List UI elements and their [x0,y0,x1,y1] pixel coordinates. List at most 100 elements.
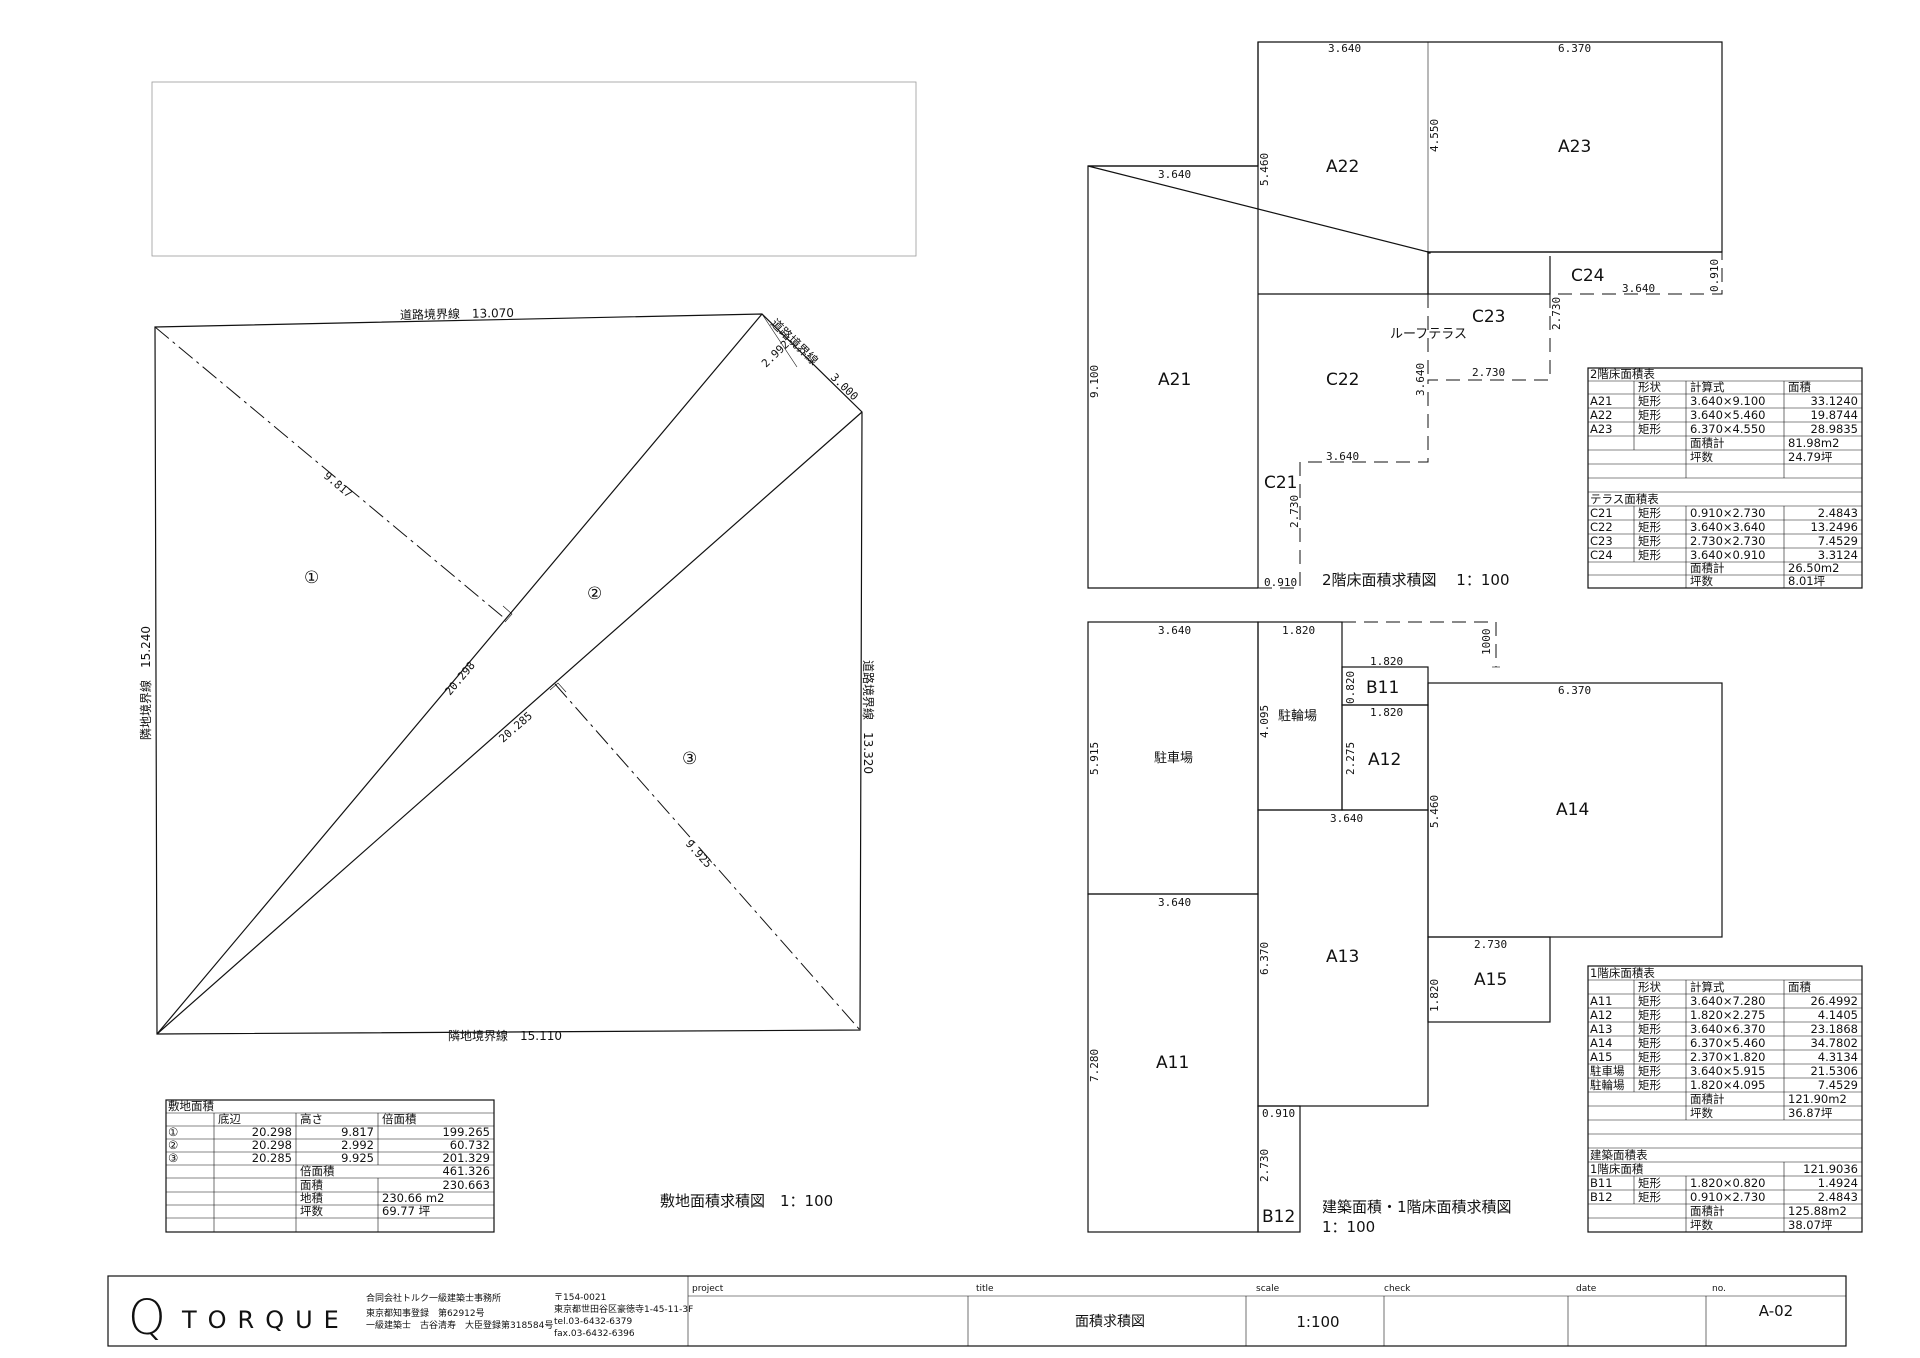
table-cell: C24 [1590,548,1613,562]
site-outline [154,313,863,1035]
table-cell: 面積 [300,1178,323,1192]
table-cell: A13 [1590,1022,1613,1036]
table-cell: 3.640×6.370 [1690,1022,1765,1036]
table-cell: 矩形 [1638,1064,1661,1078]
label-title: title [976,1284,994,1294]
dim: 5.915 [1088,742,1101,775]
table-cell: 坪数 [1690,1106,1713,1120]
table-cell: 倍面積 [300,1164,335,1178]
table-cell: 面積計 [1690,436,1725,450]
label-date: date [1576,1284,1597,1294]
registration-line-1: 東京都知事登録 第62912号 [366,1307,485,1319]
table-cell: 1階床面積 [1590,1162,1644,1176]
table-cell: 地積 [300,1191,323,1205]
table-cell: 3.3124 [1818,548,1858,562]
floor1-plan: 駐車場 駐輪場 A11 A12 A13 A14 A15 B11 B12 3.64… [1087,621,1723,1236]
table-cell: 3.640×9.100 [1690,394,1765,408]
dim: 1.820 [1370,655,1403,668]
site-height-1 [154,326,504,618]
build-table-title: 建築面積表 [1590,1148,1648,1162]
dim: 1000 [1480,629,1493,656]
table-cell: 3.640×7.280 [1690,994,1765,1008]
dim: 5.460 [1428,795,1441,828]
table-cell: A15 [1590,1050,1613,1064]
table-header: 面積 [1788,980,1811,994]
a14-area [1427,682,1723,938]
site-plan-caption: 敷地面積求積図 1：100 [660,1192,833,1210]
floor2-outline [1087,41,1723,254]
table-cell: 矩形 [1638,994,1661,1008]
diagonal-1-length: 20.298 [442,659,478,698]
table-cell: 矩形 [1638,1078,1661,1092]
table-cell: 20.285 [252,1151,292,1165]
room-a12: A12 [1368,750,1401,770]
table-cell: 9.925 [341,1151,374,1165]
dim: 3.640 [1158,624,1191,637]
table-header: 面積 [1788,380,1811,394]
dim: 1.820 [1428,979,1441,1012]
table-header: 計算式 [1690,980,1725,994]
dim: 6.370 [1558,684,1591,697]
table-cell: 坪数 [1690,1218,1713,1232]
table-cell: 24.79坪 [1788,450,1833,464]
site-table-header: 高さ [300,1112,323,1126]
table-cell: 面積計 [1690,561,1725,575]
table-cell: 34.7802 [1810,1036,1858,1050]
table-cell: A21 [1590,394,1613,408]
table-cell: B12 [1590,1190,1613,1204]
table-cell: 121.9036 [1803,1162,1858,1176]
table-cell: 1.4924 [1818,1176,1858,1190]
table-cell: 69.77 坪 [382,1204,431,1218]
table-cell: A23 [1590,422,1613,436]
room-c23: C23 [1472,307,1506,327]
table-cell: 2.992 [341,1138,374,1152]
canopy-outline [1342,621,1497,667]
right-angle-mark-3 [549,682,567,693]
dim: 0.910 [1262,1107,1295,1120]
table-cell: A11 [1590,994,1613,1008]
a21-outline [1087,165,1258,589]
table-cell: C23 [1590,534,1613,548]
floor2-plan: A21 A22 A23 C22 C23 C24 C21 ルーフテラス 3.640… [1087,41,1723,589]
height-2-length: 2.992 [759,338,792,370]
table-cell: 矩形 [1638,1176,1661,1190]
table-cell: 4.3134 [1818,1050,1858,1064]
floor1-table: 1階床面積表 形状 計算式 面積 A11 矩形 3.640×7.280 26.4… [1587,965,1863,1233]
table-cell: 33.1240 [1810,394,1858,408]
table-cell: 矩形 [1638,548,1661,562]
dim: 1.820 [1282,624,1315,637]
table-cell: 2.730×2.730 [1690,534,1765,548]
label-no: no. [1712,1284,1726,1294]
table-cell: 20.298 [252,1138,292,1152]
room-a23: A23 [1558,137,1591,157]
table-cell: 矩形 [1638,394,1661,408]
table-cell: 駐輪場 [1590,1078,1625,1092]
room-parking: 駐車場 [1154,751,1193,766]
dim: 2.275 [1344,742,1357,775]
region-1-marker: ① [304,568,319,588]
table-cell: C21 [1590,506,1613,520]
table-header: 形状 [1638,380,1661,394]
floor1-caption-scale: 1：100 [1322,1218,1375,1236]
table-cell: 矩形 [1638,408,1661,422]
room-b12: B12 [1262,1207,1295,1227]
table-cell: 6.370×5.460 [1690,1036,1765,1050]
table-cell: C22 [1590,520,1613,534]
room-a11: A11 [1156,1053,1189,1073]
site-height-3 [554,683,861,1031]
table-cell: 4.1405 [1818,1008,1858,1022]
telephone: tel.03-6432-6379 [554,1317,632,1327]
table-cell: 201.329 [442,1151,490,1165]
table-cell: 36.87坪 [1788,1106,1833,1120]
dim: 3.640 [1158,896,1191,909]
dim: 2.730 [1550,297,1563,330]
table-cell: 3.640×0.910 [1690,548,1765,562]
table-cell: 矩形 [1638,422,1661,436]
road-corner-length: 3.000 [828,371,861,403]
table-cell: 121.90m2 [1788,1092,1847,1106]
dim: 2.730 [1288,495,1301,528]
room-c24: C24 [1571,266,1605,286]
address: 東京都世田谷区豪徳寺1-45-11-3F [554,1303,693,1315]
table-cell: 矩形 [1638,1022,1661,1036]
table-cell: 8.01坪 [1788,574,1826,588]
